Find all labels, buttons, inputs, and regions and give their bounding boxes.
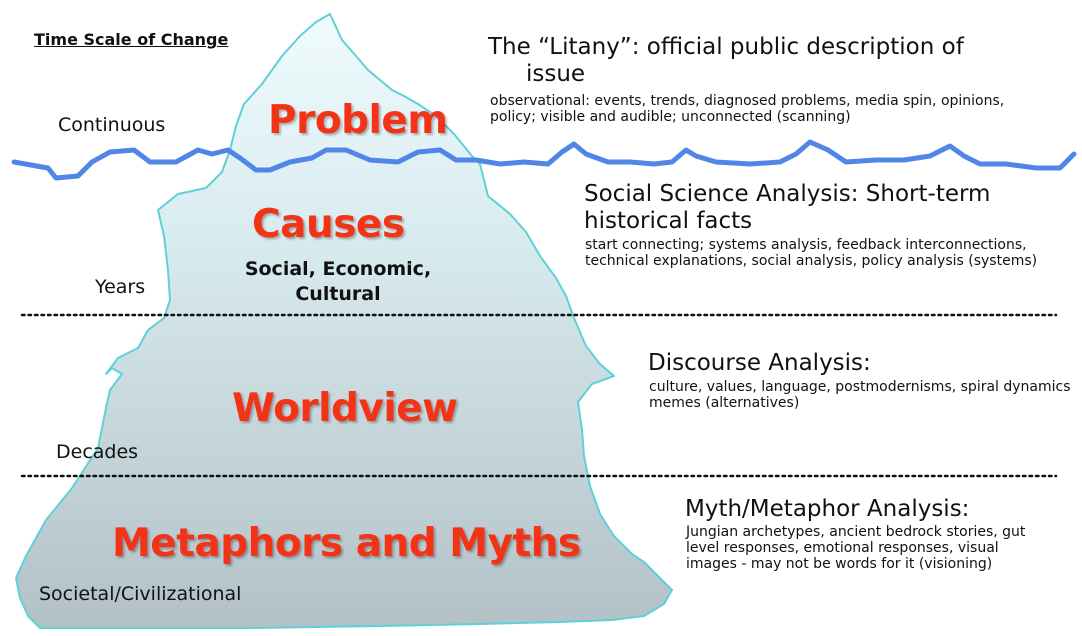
- layer-worldview: Worldview: [232, 386, 458, 431]
- social-science-body: start connecting; systems analysis, feed…: [585, 237, 1038, 269]
- litany-body: observational: events, trends, diagnosed…: [490, 93, 1005, 125]
- layer-problem: Problem: [268, 98, 448, 143]
- discourse-heading: Discourse Analysis:: [648, 350, 871, 376]
- iceberg-shape: [15, 13, 673, 629]
- waterline: [11, 139, 1077, 181]
- discourse-body: culture, values, language, postmodernism…: [649, 379, 1071, 411]
- litany-heading-line2: issue: [526, 61, 586, 87]
- myth-body: Jungian archetypes, ancient bedrock stor…: [686, 524, 1026, 572]
- social-science-heading-line2: historical facts: [584, 208, 753, 234]
- time-scale-decades: Decades: [56, 441, 139, 463]
- layer-metaphors-myths: Metaphors and Myths: [112, 521, 581, 566]
- time-scale-title: Time Scale of Change: [34, 30, 229, 49]
- myth-heading: Myth/Metaphor Analysis:: [685, 496, 970, 522]
- time-scale-societal: Societal/Civilizational: [39, 583, 242, 605]
- time-scale-continuous: Continuous: [58, 114, 166, 136]
- layer-causes-subtitle-line1: Social, Economic,: [244, 258, 432, 280]
- layer-causes: Causes: [252, 202, 405, 247]
- layer-causes-subtitle: Social, Economic, Cultural: [231, 257, 445, 307]
- litany-heading-line1: The “Litany”: official public descriptio…: [488, 34, 964, 60]
- time-scale-years: Years: [95, 276, 146, 298]
- social-science-heading-line1: Social Science Analysis: Short-term: [584, 181, 991, 207]
- layer-causes-subtitle-line2: Cultural: [295, 283, 381, 305]
